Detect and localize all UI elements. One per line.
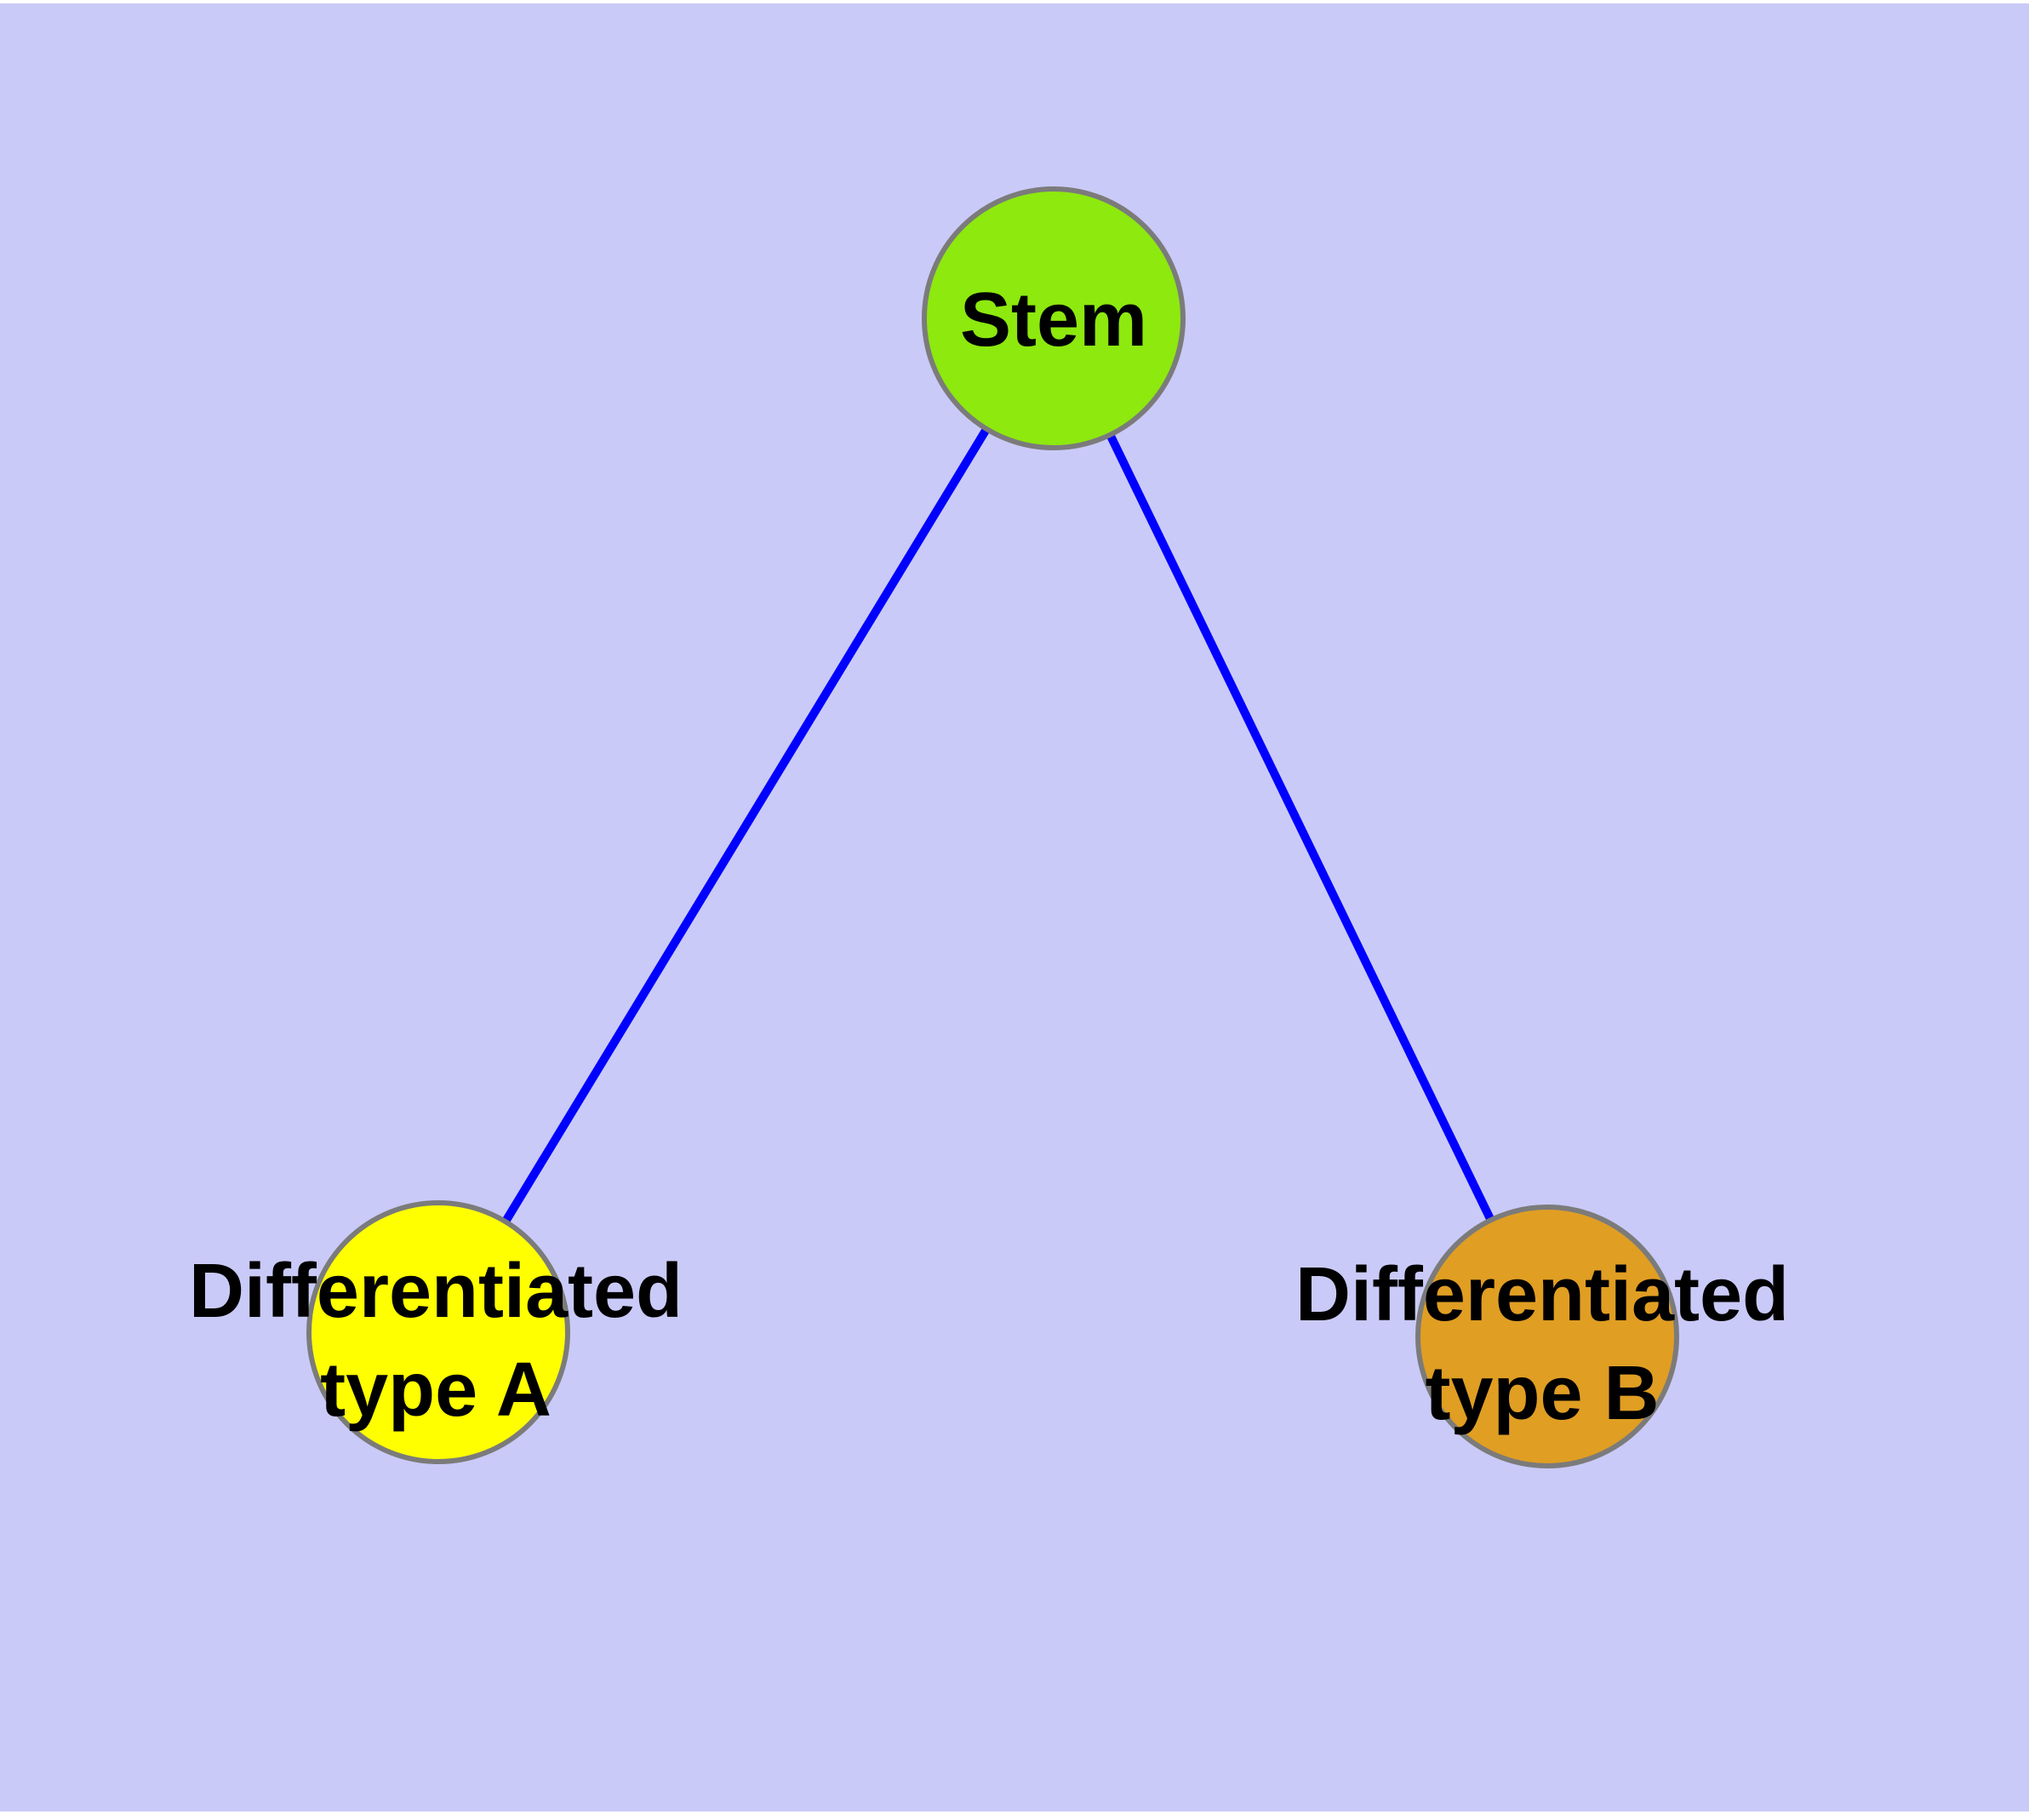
node-group bbox=[306, 186, 1679, 1468]
label-stem: Stem bbox=[960, 278, 1147, 363]
edge-stem-to-type-a bbox=[434, 316, 1058, 1335]
label-type-b-line2: type B bbox=[1425, 1351, 1659, 1436]
label-type-a-line1: Differentiated bbox=[189, 1249, 683, 1334]
node-differentiated-type-b bbox=[1415, 1205, 1679, 1468]
node-differentiated-type-a bbox=[306, 1200, 570, 1464]
node-stem bbox=[922, 186, 1186, 450]
edge-group bbox=[434, 316, 1552, 1339]
label-type-b-line1: Differentiated bbox=[1295, 1252, 1789, 1337]
label-type-a-line2: type A bbox=[320, 1348, 552, 1433]
label-group: Stem Differentiated type A Differentiate… bbox=[189, 278, 1789, 1436]
edge-stem-to-type-b bbox=[1049, 316, 1552, 1339]
